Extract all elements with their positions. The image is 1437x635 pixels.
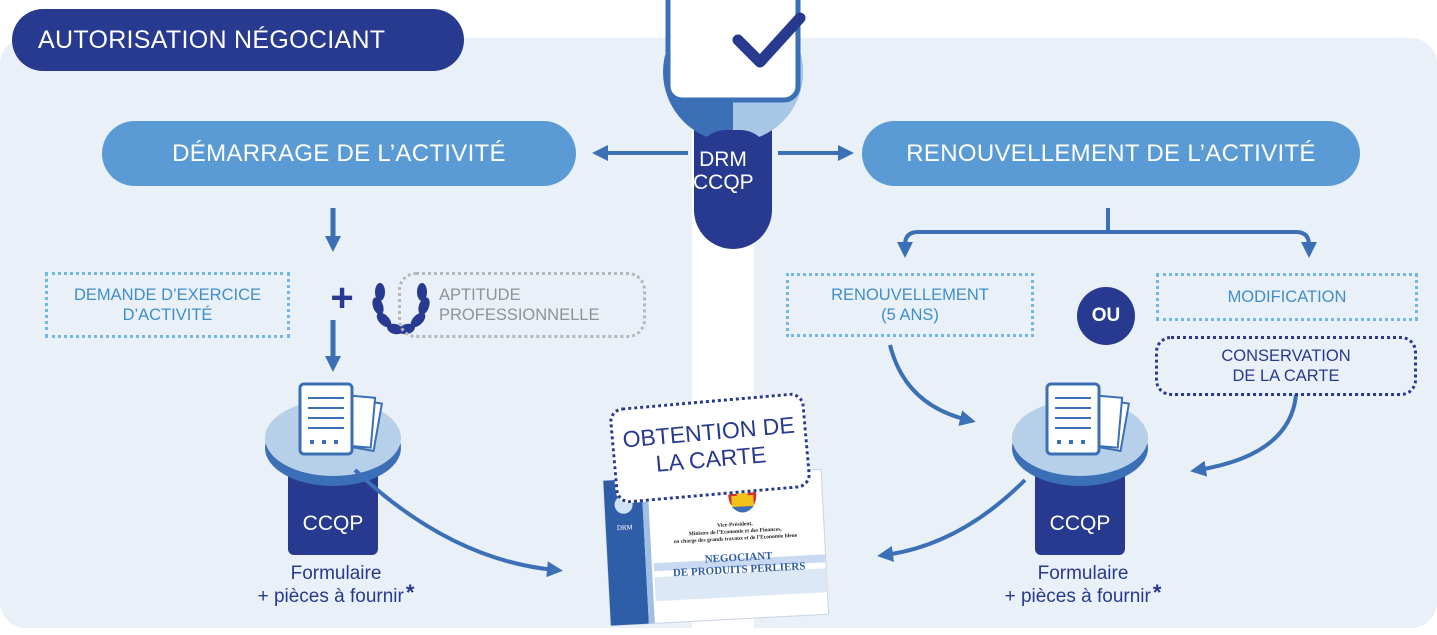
aptitude-box: APTITUDE PROFESSIONNELLE: [398, 272, 646, 338]
renewal-caption-line1: Formulaire: [1037, 563, 1129, 584]
arrow-renew-to-desk: [888, 344, 976, 426]
plus-sign: +: [330, 276, 354, 320]
request-line2: D’ACTIVITÉ: [122, 306, 213, 324]
document-stack-icon: [298, 382, 384, 456]
conservation-box: CONSERVATION DE LA CARTE: [1155, 336, 1417, 396]
modification-box: MODIFICATION: [1156, 273, 1418, 321]
conservation-line1: CONSERVATION: [1221, 347, 1351, 365]
renewal-asterisk: *: [1152, 580, 1162, 605]
or-badge: OU: [1077, 287, 1135, 345]
start-asterisk: *: [405, 580, 415, 605]
arrow-conservation-to-desk: [1190, 394, 1298, 477]
start-ccqp-badge: CCQP: [295, 502, 371, 546]
renew-line1: RENOUVELLEMENT: [831, 286, 989, 304]
conservation-line2: DE LA CARTE: [1232, 367, 1340, 385]
drm-ccqp-hub-icon: [663, 0, 806, 249]
start-caption-line1: Formulaire: [290, 563, 382, 584]
request-box: DEMANDE D’EXERCICE D’ACTIVITÉ: [45, 272, 290, 338]
aptitude-line1: APTITUDE: [439, 286, 521, 304]
center-badge-label: DRM CCQP: [693, 148, 754, 194]
card-title-box: OBTENTION DE LA CARTE: [608, 391, 812, 505]
renew-line2: (5 ANS): [881, 306, 939, 324]
renewal-ccqp-badge: CCQP: [1042, 502, 1118, 546]
start-activity-pill: DÉMARRAGE DE L’ACTIVITÉ: [102, 121, 576, 186]
arrow-start-to-card: [353, 468, 563, 578]
center-drm: DRM: [699, 148, 747, 171]
start-caption-line2: + pièces à fournir*: [257, 580, 415, 607]
renewal-caption-line2: + pièces à fournir*: [1004, 580, 1162, 607]
document-stack-icon: [1045, 382, 1131, 456]
aptitude-line2: PROFESSIONNELLE: [439, 306, 600, 324]
start-caption: Formulaire + pièces à fournir*: [236, 562, 436, 608]
request-line1: DEMANDE D’EXERCICE: [73, 286, 262, 304]
arrow-renewal-to-card: [877, 478, 1027, 562]
center-ccqp: CCQP: [693, 171, 754, 194]
page-title: AUTORISATION NÉGOCIANT: [12, 9, 464, 71]
renewal-branch-connector: [897, 208, 1317, 258]
renewal-activity-pill: RENOUVELLEMENT DE L’ACTIVITÉ: [862, 121, 1360, 186]
renew-5-years-box: RENOUVELLEMENT (5 ANS): [786, 273, 1034, 337]
renewal-caption: Formulaire + pièces à fournir*: [983, 562, 1183, 608]
